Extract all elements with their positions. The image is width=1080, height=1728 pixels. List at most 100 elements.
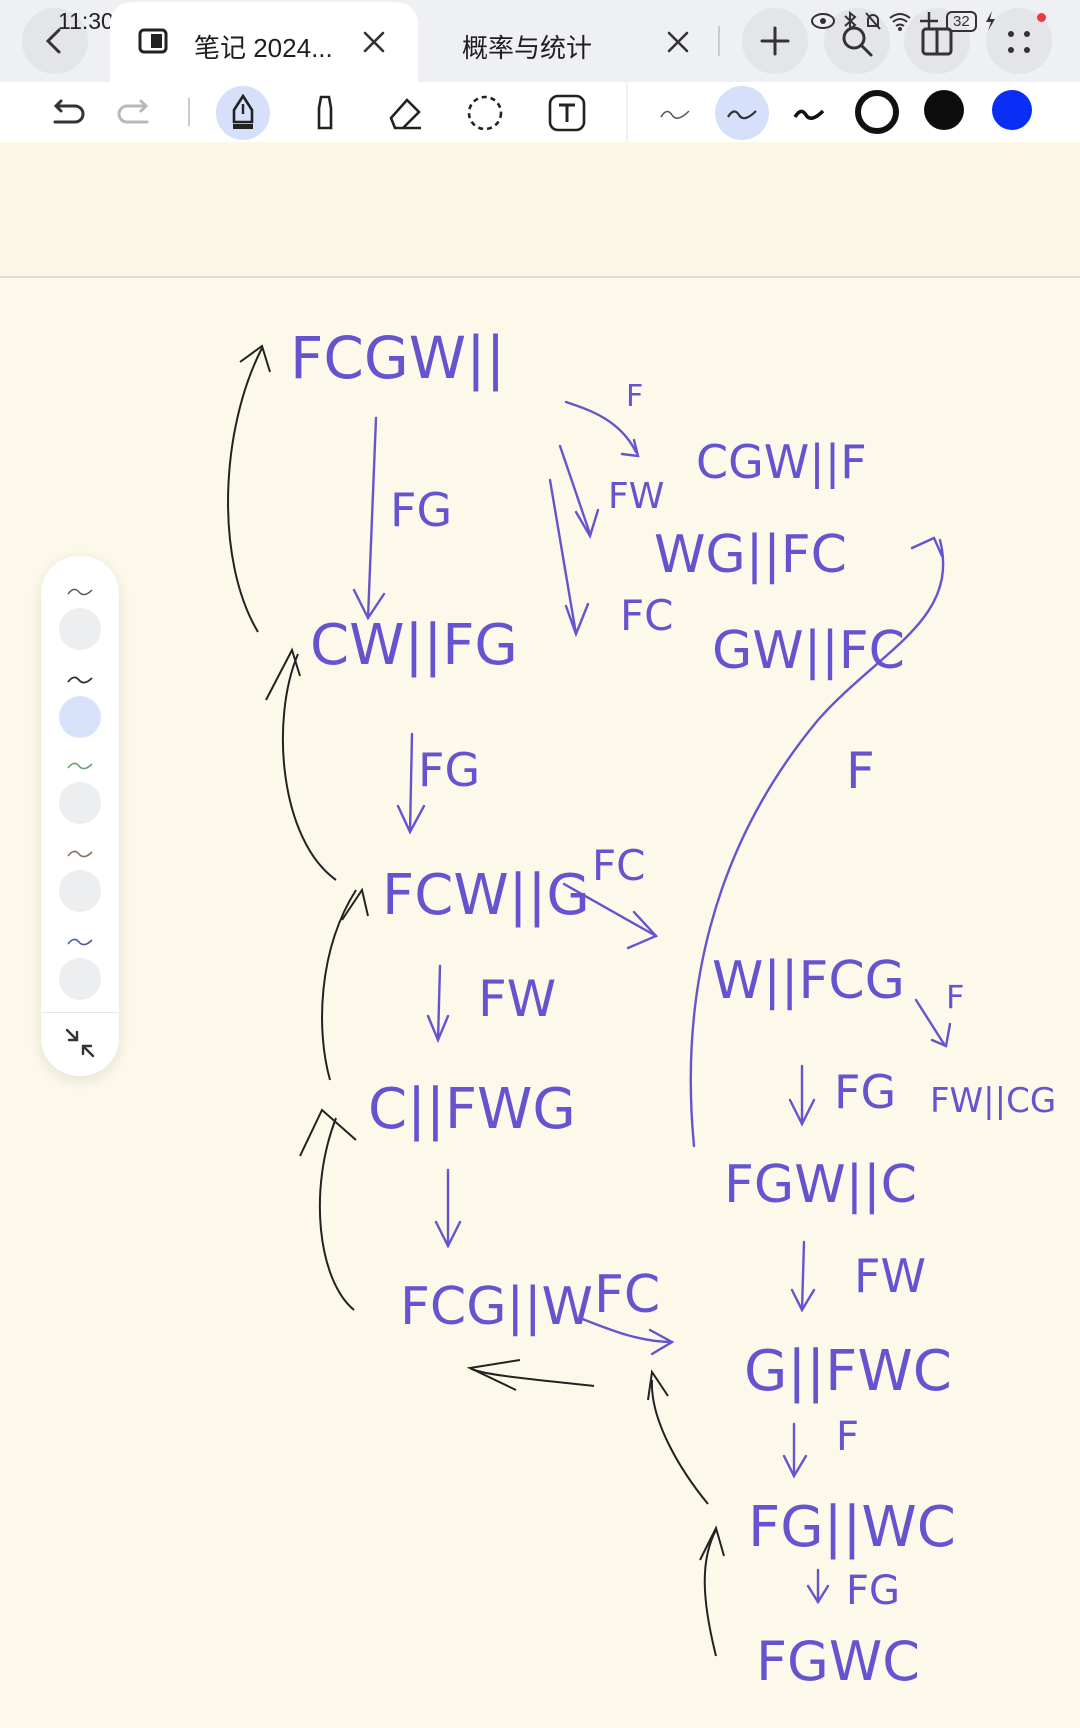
arrow-down-2	[408, 732, 414, 834]
arrow-diag-3	[914, 998, 946, 1046]
arrowhead	[396, 804, 426, 835]
layout-button[interactable]	[904, 8, 970, 74]
return-arrowhead-3	[341, 887, 369, 921]
tab-title: 概率与统计	[462, 33, 593, 63]
undo-button[interactable]	[40, 86, 94, 140]
arrow-right-2	[562, 882, 658, 938]
pen-preset-1[interactable]	[52, 578, 108, 658]
state: FG||WC	[748, 1495, 956, 1560]
notebook-icon	[138, 28, 168, 54]
tab-title: 笔记 2024...	[194, 33, 333, 63]
eye-icon	[811, 13, 835, 29]
split-view-icon	[921, 27, 953, 56]
moves: FG F FW FG FC F FW FC F FC FG FW F FG	[390, 379, 964, 1614]
close-tab-icon[interactable]	[362, 30, 386, 54]
stroke-sample-icon	[67, 762, 93, 770]
arrowhead	[434, 1220, 462, 1249]
return-arrowhead-6	[647, 1369, 669, 1401]
pen-body-icon	[59, 958, 101, 1000]
drawing-toolbar	[0, 82, 1080, 142]
pen-tool[interactable]	[216, 86, 270, 140]
arrowhead	[426, 1014, 450, 1044]
charging-icon	[985, 11, 995, 31]
redo-button[interactable]	[108, 86, 162, 140]
text-tool[interactable]	[540, 86, 594, 140]
collapse-palette-button[interactable]	[63, 1026, 97, 1060]
pen-preset-4[interactable]	[52, 840, 108, 920]
pen-preset-3[interactable]	[52, 752, 108, 832]
arrowhead	[574, 508, 600, 539]
marker-tool[interactable]	[298, 86, 352, 140]
state: FGWC	[756, 1630, 920, 1693]
pen-preset-2[interactable]	[52, 666, 108, 746]
eraser-tool[interactable]	[378, 86, 432, 140]
airplane-icon	[920, 12, 938, 31]
close-tab-icon[interactable]	[666, 30, 690, 54]
return-arrow-7	[703, 1529, 717, 1657]
move-label: FW	[608, 476, 664, 517]
move-label: FC	[620, 591, 673, 640]
status-icons: 32	[810, 6, 997, 36]
state: C||FWG	[368, 1077, 576, 1142]
state: FGW||C	[724, 1155, 917, 1215]
pen-preset-5[interactable]	[52, 928, 108, 1008]
color-swatch-blue[interactable]	[992, 90, 1032, 130]
pen-body-icon	[59, 608, 101, 650]
move-label: FC	[594, 1265, 660, 1325]
move-label: FW	[478, 970, 556, 1028]
stroke-thick-icon	[793, 109, 825, 120]
stroke-thick[interactable]	[782, 86, 836, 140]
lasso-tool[interactable]	[458, 86, 512, 140]
move-label: F	[836, 1414, 859, 1460]
text-box-icon	[548, 94, 586, 132]
arrow-down-1	[366, 416, 378, 620]
state: GW||FC	[712, 621, 905, 681]
return-arrowhead-7	[699, 1525, 725, 1561]
chevron-left-icon	[45, 28, 61, 54]
back-button[interactable]	[22, 8, 88, 74]
return-arrowhead-4	[299, 1108, 357, 1157]
bluetooth-icon	[844, 11, 857, 31]
stroke-sample-icon	[67, 850, 93, 858]
color-swatch-black[interactable]	[924, 90, 964, 130]
move-label: FG	[846, 1568, 900, 1614]
return-arrow-2	[281, 653, 337, 881]
state: CW||FG	[310, 613, 518, 678]
state: FCG||W	[400, 1277, 593, 1337]
tab-bar: 11:30 笔记 2024... 概率与统计	[0, 0, 1080, 82]
lasso-icon	[467, 95, 503, 131]
state: FCW||G	[382, 863, 590, 928]
return-arrow-1	[227, 347, 263, 633]
arrowhead	[806, 1584, 830, 1605]
state: WG||FC	[654, 525, 847, 585]
move-label: FG	[390, 483, 452, 537]
stroke-sample-icon	[67, 676, 93, 684]
stroke-medium[interactable]	[715, 86, 769, 140]
page-header-area	[0, 142, 1080, 278]
tab-note[interactable]: 笔记 2024...	[110, 2, 418, 82]
arrowhead	[564, 602, 590, 638]
arrow-diag-1	[558, 444, 592, 536]
move-label: FG	[418, 743, 480, 797]
search-icon	[842, 26, 873, 57]
return-arrowhead-2	[265, 647, 301, 701]
collapse-icon	[65, 1028, 95, 1058]
new-tab-button[interactable]	[742, 8, 808, 74]
undo-icon	[53, 99, 85, 124]
return-arrow-3	[321, 889, 357, 1081]
toolbar-divider	[188, 98, 190, 126]
tab-probability[interactable]: 概率与统计	[430, 2, 720, 82]
pen-palette	[41, 556, 119, 1076]
stroke-thin[interactable]	[648, 86, 702, 140]
state: G||FWC	[744, 1339, 952, 1404]
move-label: F	[626, 379, 643, 414]
return-arrow-4	[318, 1117, 355, 1311]
color-swatch-white[interactable]	[855, 90, 899, 134]
return-arrow-6	[650, 1379, 709, 1505]
move-label: FW	[854, 1249, 926, 1303]
arrowhead	[352, 588, 386, 621]
search-button[interactable]	[824, 8, 890, 74]
eraser-icon	[389, 98, 421, 130]
arrowhead	[648, 1328, 675, 1356]
